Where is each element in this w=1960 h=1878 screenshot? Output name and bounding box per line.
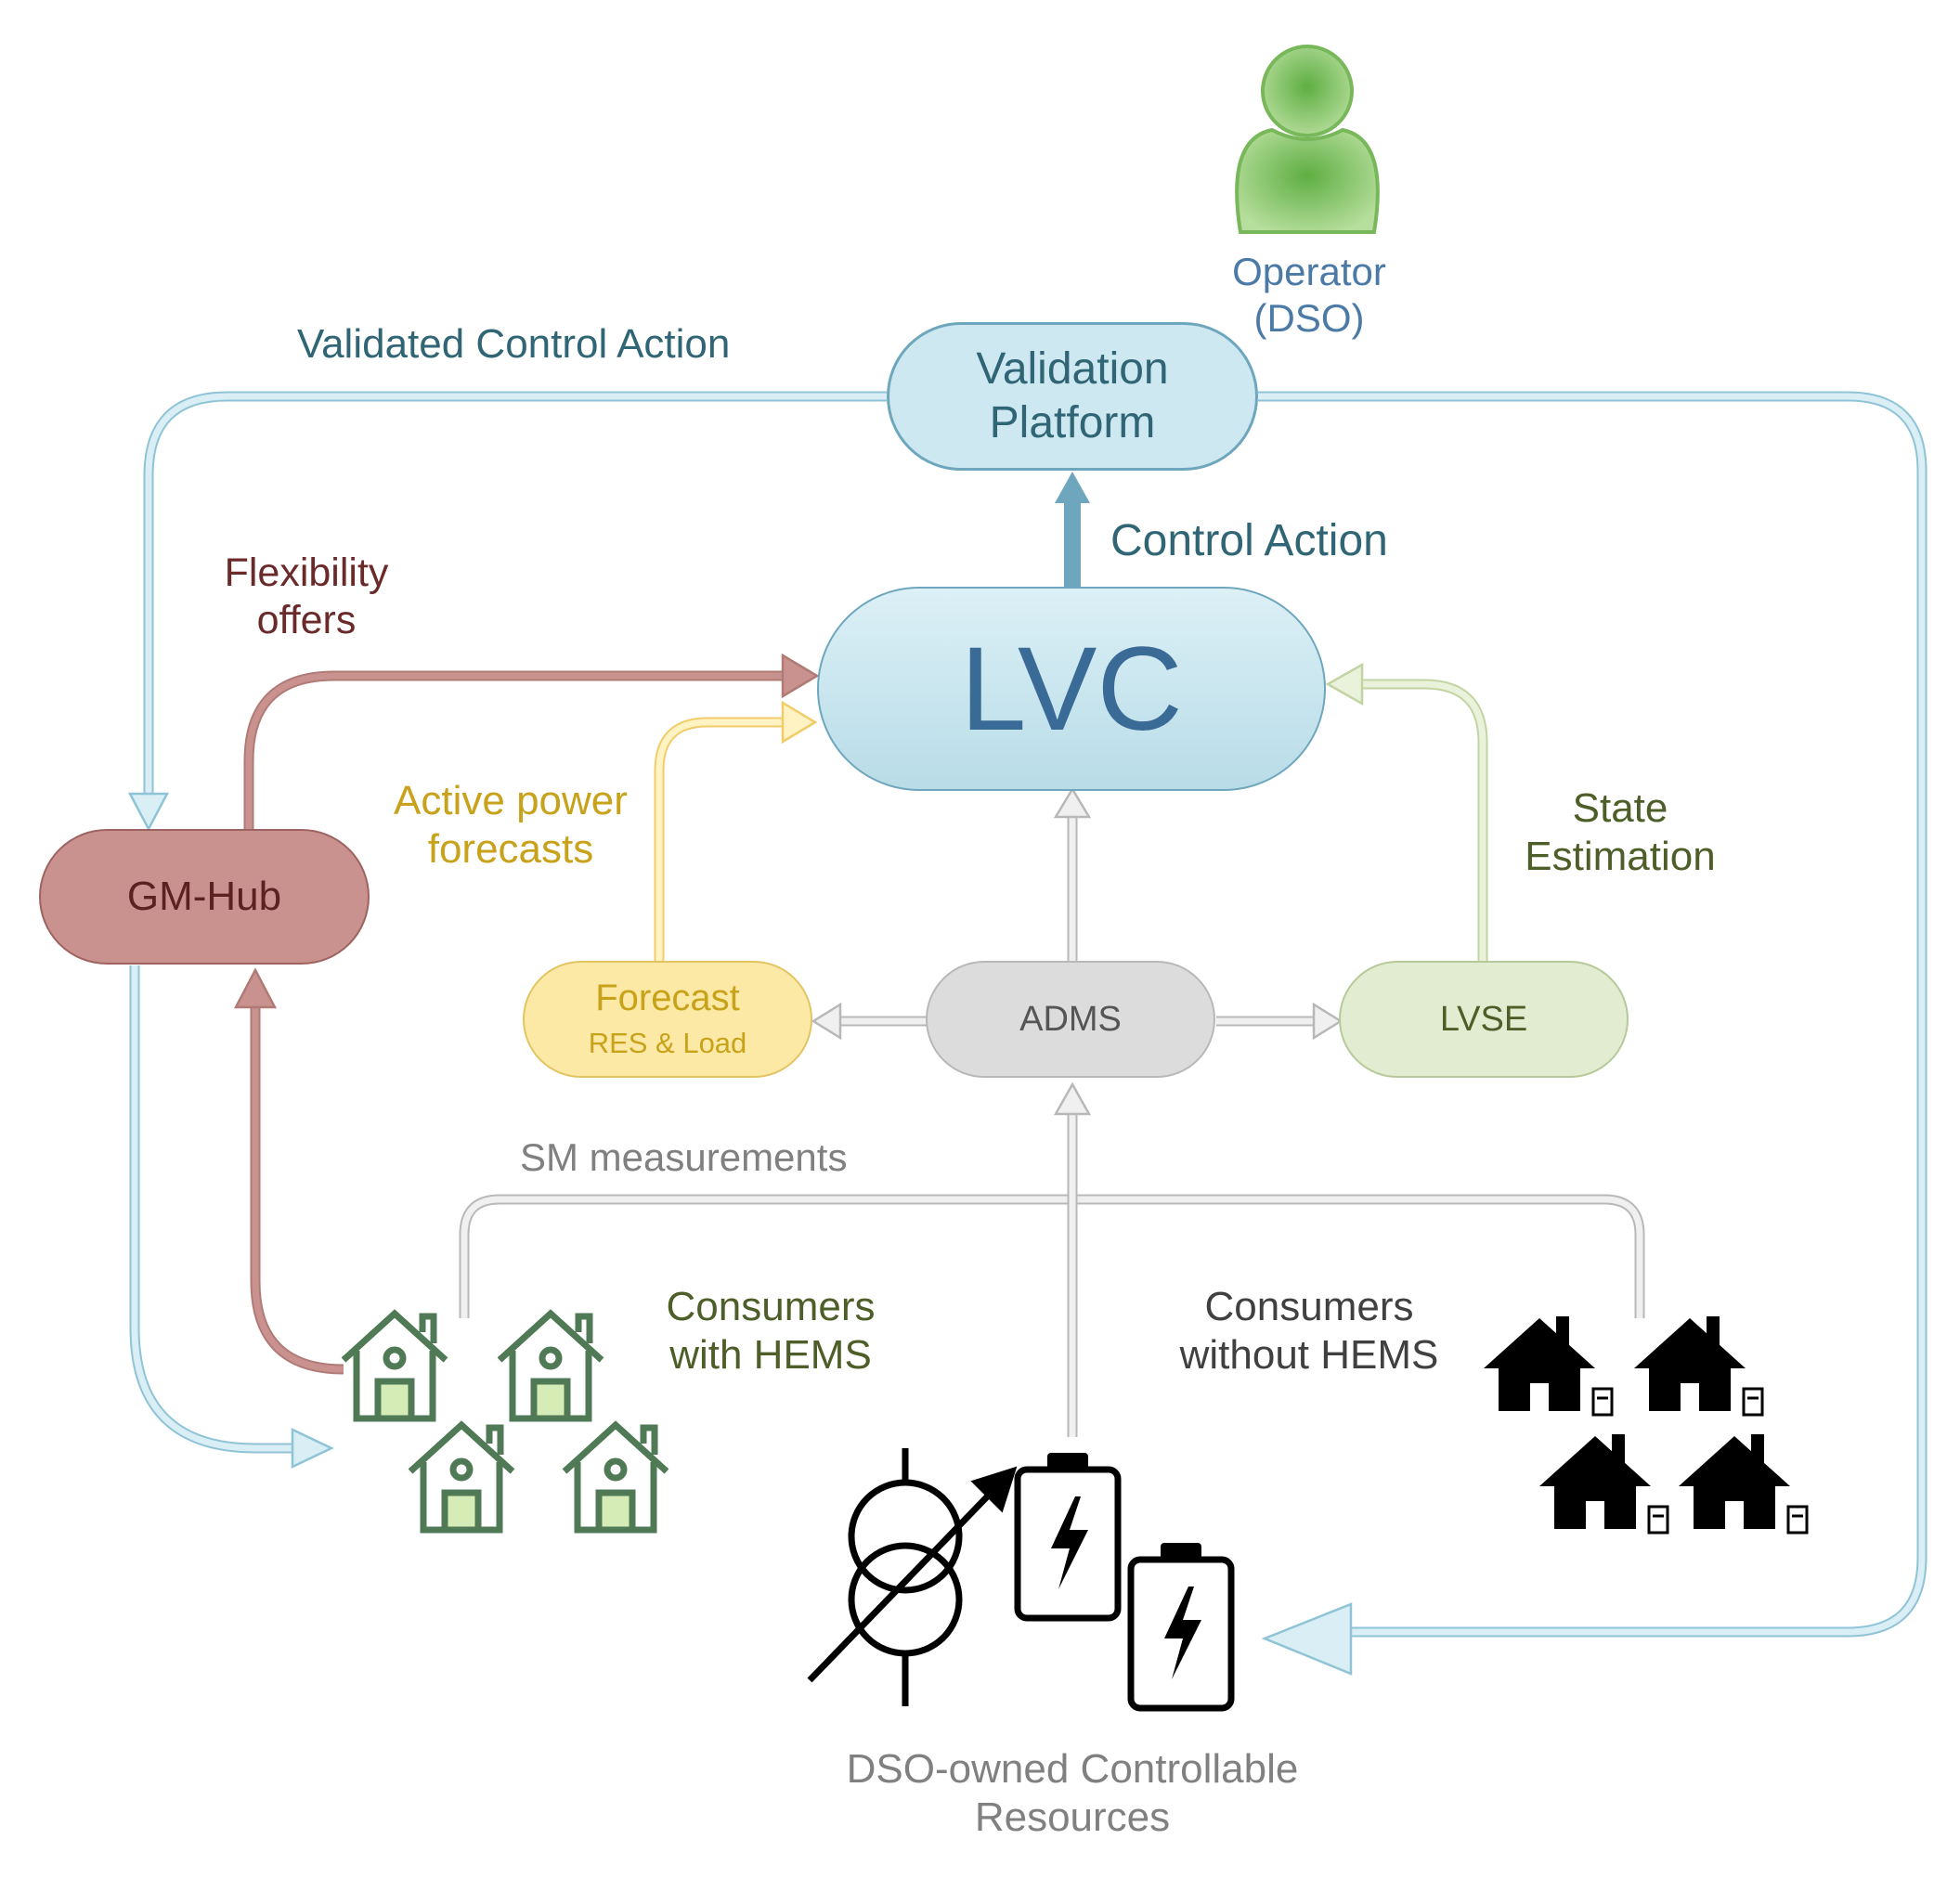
control-action-label: Control Action: [1110, 516, 1388, 565]
consumers-with-hems-label-2: with HEMS: [669, 1331, 872, 1378]
operator-label: Operator (DSO): [1198, 249, 1421, 341]
forecast-node[interactable]: Forecast RES & Load: [523, 961, 812, 1078]
validation-platform-label-1: Validation: [976, 344, 1169, 395]
consumers-to-gmhub-arrow: [233, 967, 344, 1375]
house-with-smart-meter-icon: [1634, 1316, 1764, 1417]
gmhub-to-consumers-arrow: [129, 965, 334, 1469]
lvse-label: LVSE: [1439, 999, 1528, 1039]
sm-measurements-lines: [459, 1081, 1645, 1437]
house-with-smart-meter-icon: [1484, 1316, 1614, 1417]
validated-action-arrow-right: [1258, 391, 1928, 1676]
validated-action-arrow-left: [127, 391, 887, 832]
forecast-sublabel: RES & Load: [588, 1026, 747, 1059]
house-outline-icon: [497, 1309, 604, 1422]
control-action-arrow: [1055, 472, 1090, 587]
validated-control-action-label: Validated Control Action: [297, 321, 731, 367]
consumers-without-hems-label-2: without HEMS: [1179, 1331, 1439, 1378]
dso-resources-label: DSO-owned Controllable Resources: [798, 1745, 1346, 1842]
consumers-with-hems-label-1: Consumers: [666, 1284, 876, 1329]
operator-label-1: Operator: [1232, 250, 1386, 293]
consumers-with-hems-label: Consumers with HEMS: [641, 1283, 901, 1379]
tap-changer-transformer-icon: [807, 1448, 1018, 1706]
sm-measurements-label: SM measurements: [520, 1135, 848, 1179]
adms-node[interactable]: ADMS: [926, 961, 1215, 1078]
consumers-without-hems-label: Consumers without HEMS: [1161, 1283, 1458, 1379]
validation-platform-label-2: Platform: [989, 398, 1156, 447]
adms-to-lvc-arrow: [1053, 786, 1092, 961]
forecast-label: Forecast: [595, 977, 740, 1018]
state-estimation-label-2: Estimation: [1525, 833, 1716, 879]
active-power-forecasts-label-1: Active power: [394, 778, 628, 823]
lvse-to-lvc-arrow: [1325, 662, 1488, 961]
active-power-forecasts-label-2: forecasts: [427, 825, 594, 872]
user-icon: [1235, 45, 1380, 234]
flexibility-offers-label-1: Flexibility: [224, 550, 389, 595]
gm-hub-label: GM-Hub: [126, 874, 282, 919]
forecast-to-lvc-arrow: [654, 700, 818, 961]
state-estimation-label-1: State: [1572, 785, 1668, 831]
battery-icon: [1014, 1453, 1122, 1622]
flexibility-offers-label-2: offers: [256, 597, 357, 642]
dso-resources-label-1: DSO-owned Controllable: [846, 1746, 1299, 1792]
active-power-forecasts-label: Active power forecasts: [371, 777, 650, 874]
flexibility-offers-arrow: [243, 653, 820, 831]
adms-label: ADMS: [1019, 999, 1122, 1039]
adms-to-lvse-arrow: [1216, 1002, 1343, 1041]
house-with-smart-meter-icon: [1539, 1434, 1669, 1535]
state-estimation-label: State Estimation: [1495, 784, 1746, 881]
house-outline-icon: [408, 1420, 515, 1534]
operator-label-2: (DSO): [1253, 295, 1365, 340]
house-with-smart-meter-icon: [1679, 1434, 1809, 1535]
adms-to-forecast-arrow: [811, 1002, 928, 1041]
validation-platform-node[interactable]: Validation Platform: [887, 322, 1258, 471]
battery-icon: [1127, 1543, 1235, 1712]
house-outline-icon: [341, 1309, 448, 1422]
lvse-node[interactable]: LVSE: [1339, 961, 1629, 1078]
lvc-node[interactable]: LVC: [817, 587, 1326, 791]
lvc-label: LVC: [960, 622, 1183, 756]
house-outline-icon: [562, 1420, 669, 1534]
flexibility-offers-label: Flexibility offers: [186, 550, 427, 643]
dso-resources-label-2: Resources: [974, 1794, 1171, 1840]
consumers-without-hems-label-1: Consumers: [1204, 1284, 1414, 1329]
gm-hub-node[interactable]: GM-Hub: [39, 829, 370, 965]
